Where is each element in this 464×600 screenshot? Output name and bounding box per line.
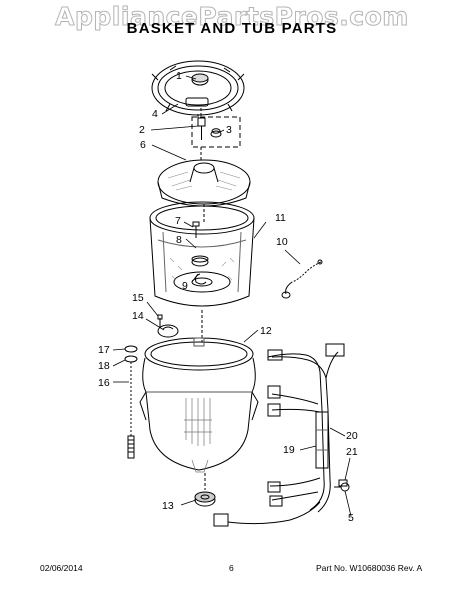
callout-13: 13 bbox=[162, 500, 174, 512]
callout-10: 10 bbox=[276, 236, 288, 248]
footer-part-number: Part No. W10680036 Rev. A bbox=[316, 563, 423, 573]
callout-5: 5 bbox=[348, 512, 354, 524]
callout-12: 12 bbox=[260, 325, 272, 337]
hardware-group-box bbox=[191, 116, 241, 148]
suspension-rod-part bbox=[124, 345, 138, 459]
callout-15: 15 bbox=[132, 292, 144, 304]
callout-2: 2 bbox=[139, 124, 145, 136]
hose-clip-part bbox=[281, 259, 323, 299]
callout-20: 20 bbox=[346, 430, 358, 442]
callout-1: 1 bbox=[176, 70, 182, 82]
callout-3: 3 bbox=[226, 124, 232, 136]
wash-basket-part bbox=[149, 201, 255, 307]
watermark-logo: AppliancePartsPros.com bbox=[55, 2, 409, 32]
outer-tub-part bbox=[139, 337, 259, 473]
harness-fastener-part bbox=[334, 479, 350, 492]
callout-8: 8 bbox=[176, 234, 182, 246]
impeller-plate-part bbox=[157, 159, 251, 207]
callout-18: 18 bbox=[98, 360, 110, 372]
callout-4: 4 bbox=[152, 108, 158, 120]
footer-date: 02/06/2014 bbox=[40, 563, 83, 573]
callout-17: 17 bbox=[98, 344, 110, 356]
callout-16: 16 bbox=[98, 377, 110, 389]
tub-seal-part bbox=[194, 491, 216, 507]
basket-cap-part bbox=[191, 73, 209, 86]
callout-19: 19 bbox=[283, 444, 295, 456]
balance-ring-part bbox=[151, 60, 245, 118]
callout-11: 11 bbox=[275, 212, 286, 224]
callout-14: 14 bbox=[132, 310, 144, 322]
tub-clip-part bbox=[157, 314, 179, 338]
callout-9: 9 bbox=[182, 280, 188, 292]
hub-bolt-part bbox=[197, 117, 222, 140]
callout-7: 7 bbox=[175, 215, 181, 227]
footer-page-number: 6 bbox=[229, 563, 234, 573]
callout-21: 21 bbox=[346, 446, 358, 458]
callout-6: 6 bbox=[140, 139, 146, 151]
leader-lines bbox=[112, 75, 352, 517]
basket-bolt-part bbox=[191, 221, 209, 285]
page-title: BASKET AND TUB PARTS bbox=[126, 20, 338, 37]
wiring-harness-part bbox=[213, 343, 345, 527]
